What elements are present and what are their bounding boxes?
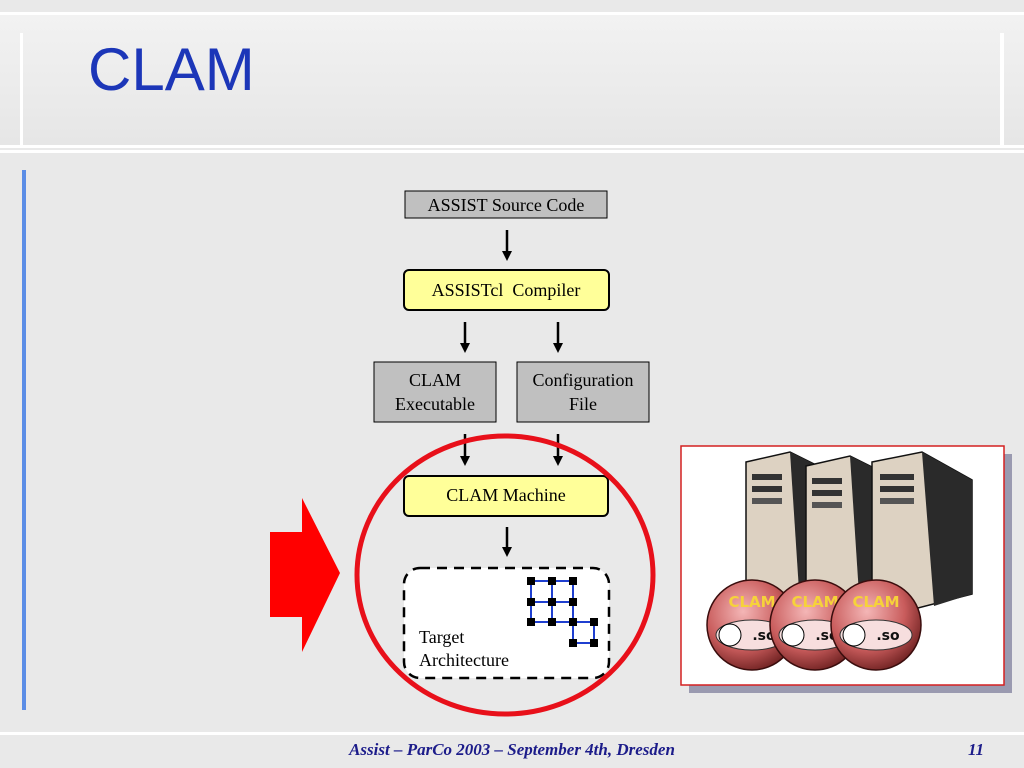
- server-tower-icon: [871, 451, 973, 609]
- penguin-icon: [842, 623, 866, 647]
- title-band-right-accent: [1000, 33, 1004, 145]
- clam-badge-1: CLAM .so: [706, 579, 798, 671]
- title-band: [0, 12, 1024, 148]
- big-red-arrow: [270, 498, 340, 652]
- target-architecture-box: Target Architecture: [402, 566, 611, 680]
- title-band-left-accent: [20, 33, 23, 145]
- footer-divider: [0, 732, 1024, 735]
- compiler-label: ASSISTcl Compiler: [432, 280, 581, 300]
- server-illustration: CLAM .so CLAM .so CLAM .so: [680, 445, 1012, 693]
- footer-text: Assist – ParCo 2003 – September 4th, Dre…: [349, 740, 675, 759]
- source-code-label: ASSIST Source Code: [428, 195, 585, 215]
- config-file-box: Configuration File: [516, 361, 650, 423]
- config-label-line1: Configuration: [533, 370, 634, 390]
- divider-line: [0, 150, 1024, 153]
- highlight-circle: [354, 433, 656, 717]
- page-number: 11: [968, 740, 985, 759]
- machine-box: CLAM Machine: [403, 475, 609, 517]
- slide-title: CLAM: [88, 36, 255, 103]
- source-code-box: ASSIST Source Code: [404, 190, 608, 219]
- executable-box: CLAM Executable: [373, 361, 497, 423]
- executable-label-line1: CLAM: [409, 370, 461, 390]
- svg-text:CLAM: CLAM: [791, 593, 838, 611]
- clam-badge-3: CLAM .so: [830, 579, 922, 671]
- target-label-line1: Target: [419, 627, 464, 647]
- config-label-line2: File: [569, 394, 597, 414]
- server-tower-icon: [805, 455, 883, 611]
- left-accent-line: [22, 170, 26, 710]
- target-label-line2: Architecture: [419, 650, 509, 670]
- svg-text:CLAM: CLAM: [728, 593, 775, 611]
- executable-label-line2: Executable: [395, 394, 475, 414]
- svg-text:.so: .so: [876, 628, 900, 644]
- penguin-icon: [718, 623, 742, 647]
- svg-text:CLAM: CLAM: [852, 593, 899, 611]
- penguin-icon: [781, 623, 805, 647]
- machine-label: CLAM Machine: [446, 485, 565, 505]
- compiler-box: ASSISTcl Compiler: [403, 269, 610, 311]
